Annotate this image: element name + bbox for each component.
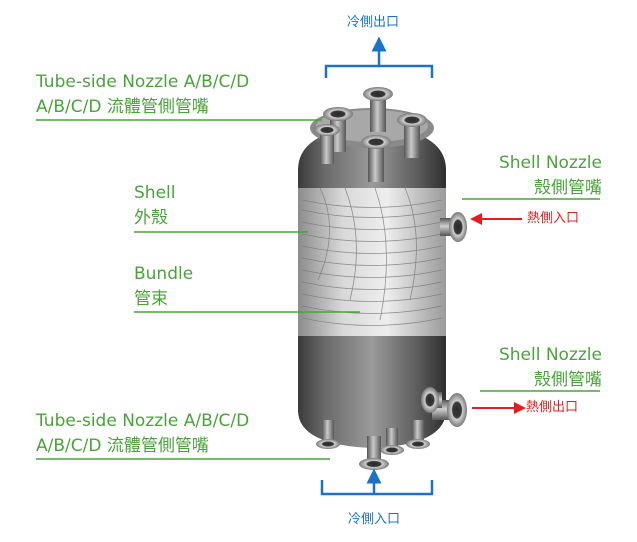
- bottom-tube-nozzle-en: Tube-side Nozzle A/B/C/D: [36, 411, 250, 431]
- hot-outlet-label: 熱側出口: [526, 400, 579, 415]
- shell-en: Shell: [134, 183, 176, 203]
- bundle-zh: 管束: [134, 289, 168, 309]
- bottom-nozzles: [316, 420, 430, 470]
- top-tube-nozzle-zh: A/B/C/D 流體管側管嘴: [36, 97, 209, 117]
- bottom-tube-nozzle-zh: A/B/C/D 流體管側管嘴: [36, 436, 209, 456]
- top-tube-nozzle-en: Tube-side Nozzle A/B/C/D: [36, 72, 250, 92]
- shell-zh: 外殼: [134, 208, 168, 228]
- shell-nozzle-lower-zh: 殼側管嘴: [534, 370, 602, 390]
- cold-inlet-bracket: [320, 468, 434, 496]
- shell-nozzle-upper-en: Shell Nozzle: [498, 153, 602, 173]
- vessel-body: [298, 108, 446, 448]
- shell-nozzle-lower-body: [421, 387, 467, 427]
- shell-nozzle-lower-en: Shell Nozzle: [498, 345, 602, 365]
- leader-lines: [36, 119, 600, 460]
- hot-inlet-label: 熱側入口: [527, 211, 580, 226]
- cold-outlet-bracket: [324, 36, 434, 78]
- shell-nozzle-upper-zh: 殼側管嘴: [534, 178, 602, 198]
- bundle-en: Bundle: [134, 264, 194, 284]
- cold-outlet-label: 冷側出口: [347, 15, 400, 30]
- top-nozzles: [314, 87, 427, 182]
- cold-inlet-label: 冷側入口: [348, 512, 401, 527]
- shell-nozzle-upper-body: [440, 212, 467, 242]
